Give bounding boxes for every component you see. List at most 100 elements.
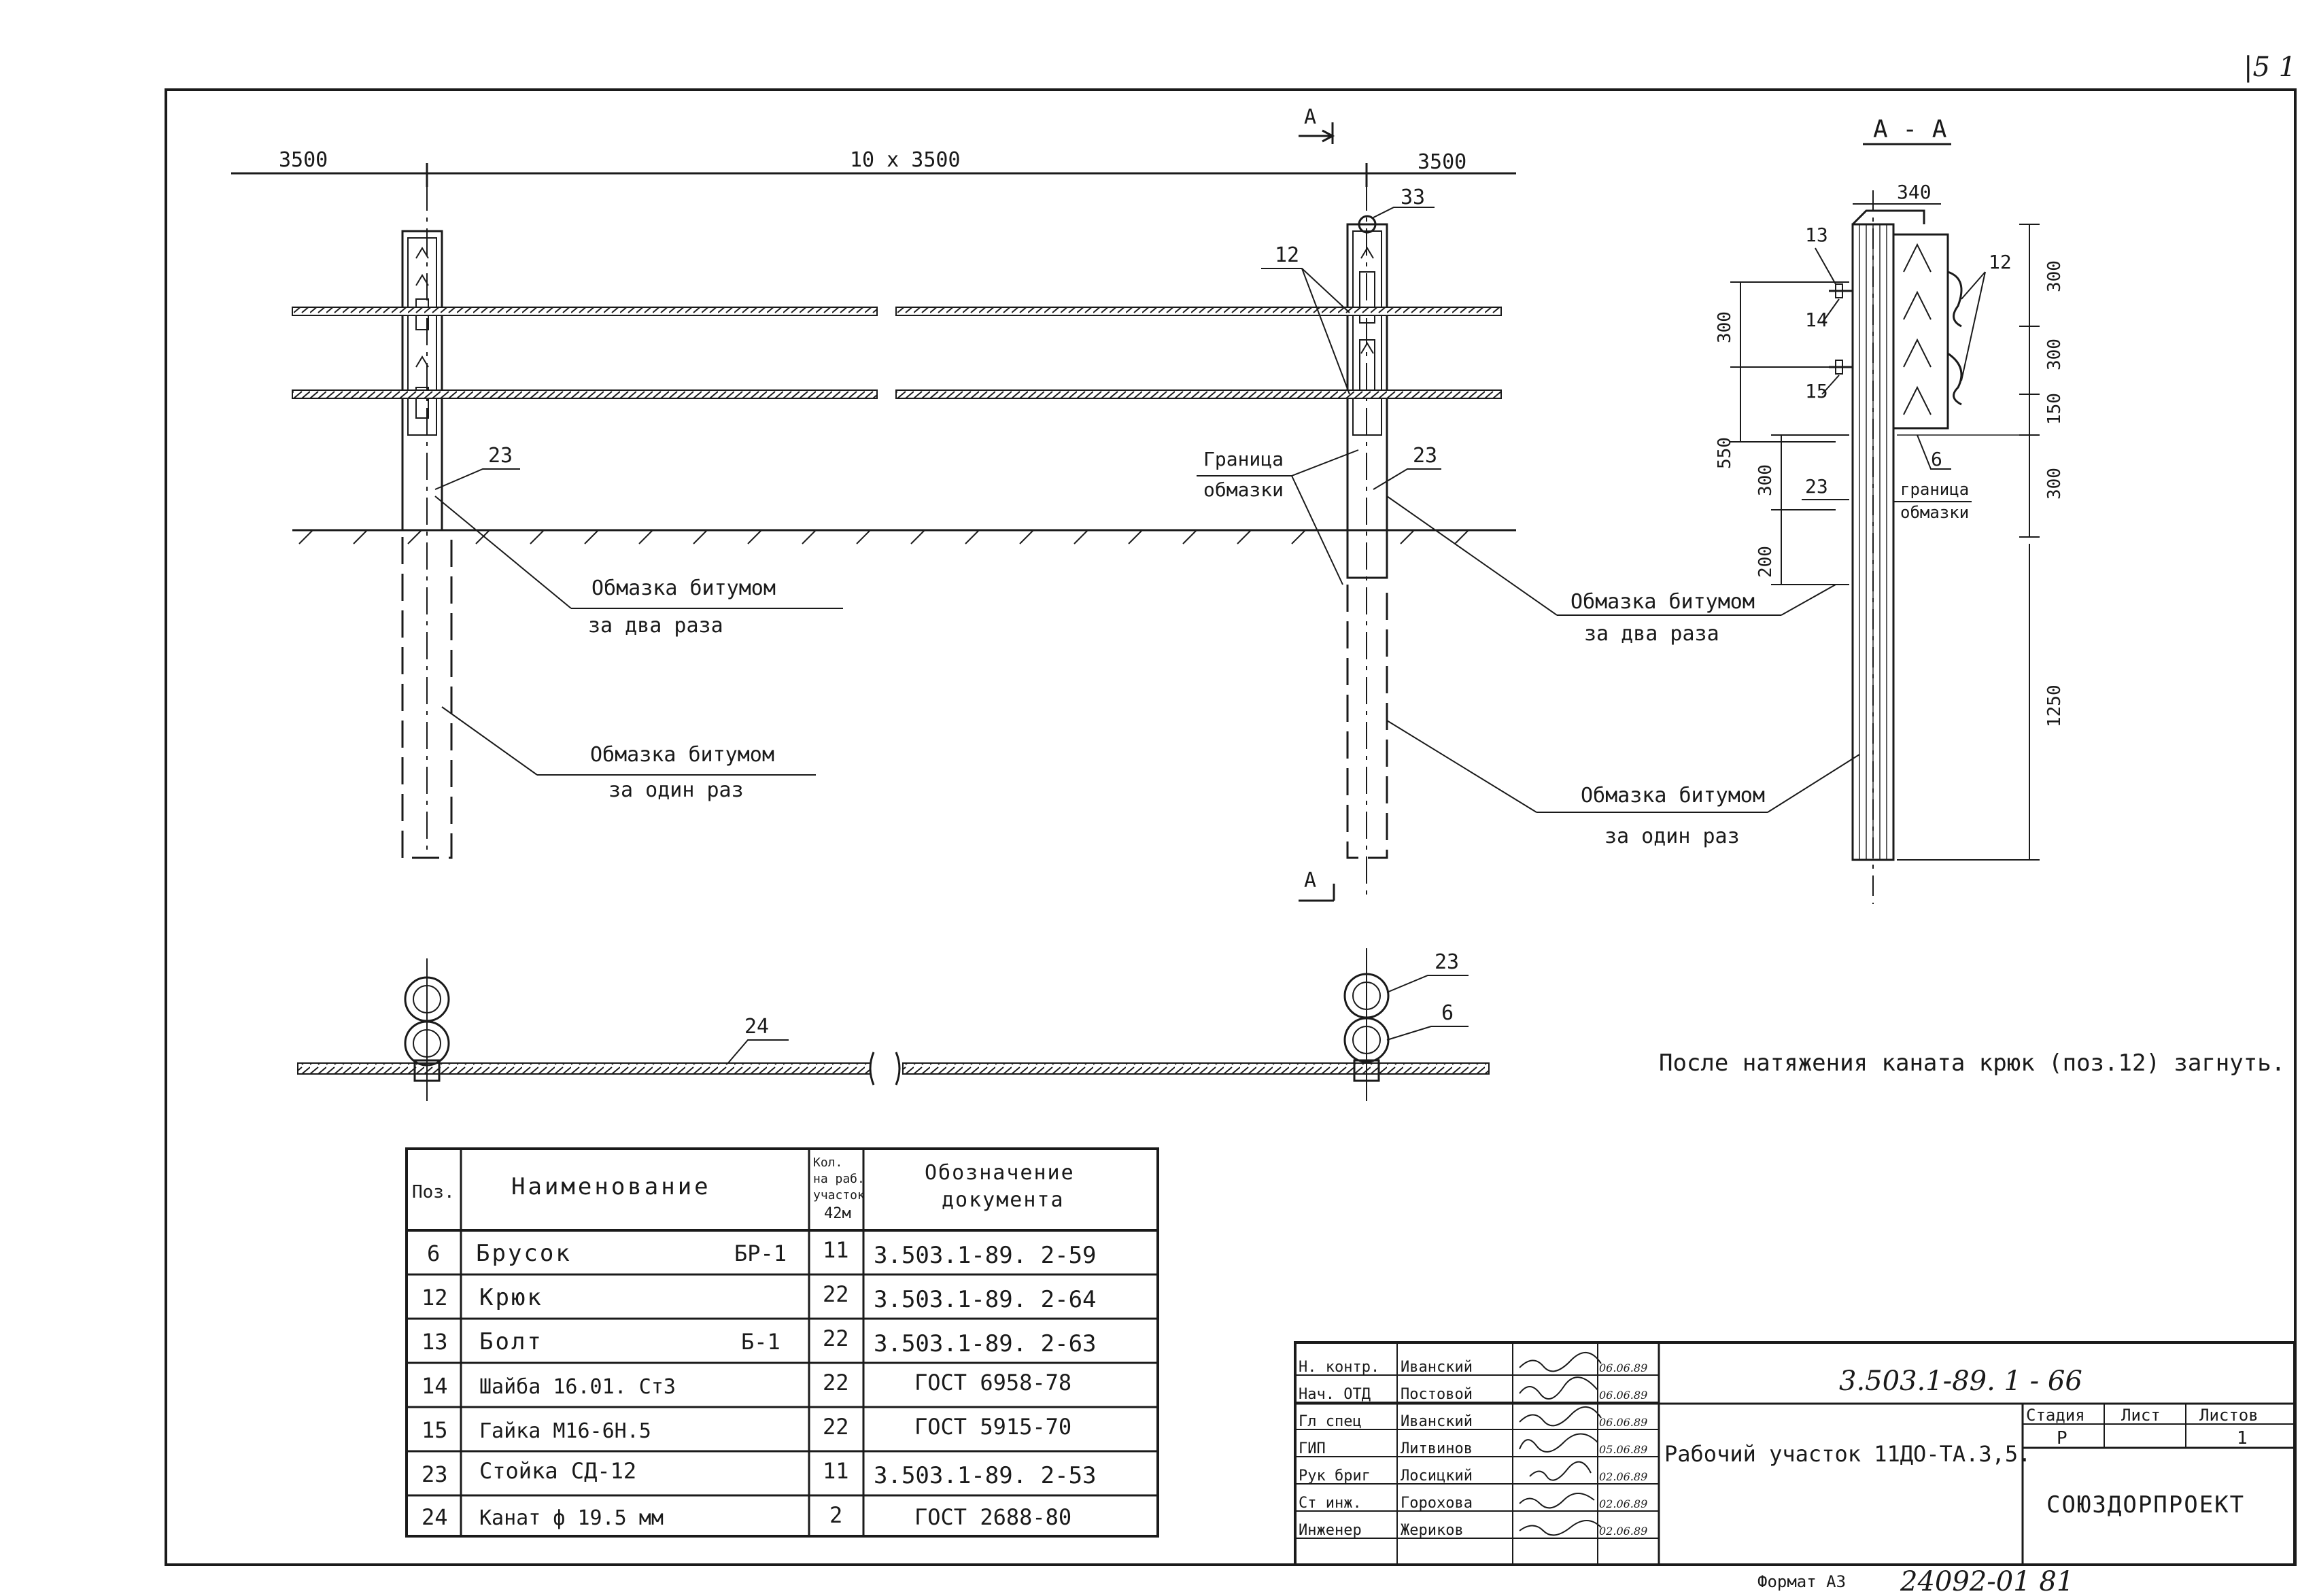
inventory-number: 24092-01 81 — [1900, 1566, 2074, 1596]
svg-text:150: 150 — [2044, 393, 2065, 425]
svg-text:3.503.1-89. 2-63: 3.503.1-89. 2-63 — [874, 1330, 1097, 1357]
svg-text:Крюк: Крюк — [479, 1284, 543, 1311]
section-marker: A A — [1299, 105, 1335, 902]
signature-row: Инженер Жериков 02.06.89 — [1299, 1520, 1647, 1539]
title-block: 3.503.1-89. 1 - 66 Рабочий участок 11ДО-… — [1294, 1341, 2296, 1566]
svg-text:Брусок: Брусок — [476, 1240, 572, 1267]
svg-text:ГОСТ 6958-78: ГОСТ 6958-78 — [914, 1370, 1071, 1395]
svg-text:13: 13 — [1805, 224, 1828, 246]
svg-text:Жериков: Жериков — [1401, 1522, 1464, 1539]
svg-text:300: 300 — [2044, 260, 2065, 292]
svg-text:300: 300 — [2044, 339, 2065, 370]
svg-text:Постовой: Постовой — [1401, 1386, 1473, 1403]
svg-text:Лосицкий: Лосицкий — [1401, 1468, 1473, 1485]
svg-text:2: 2 — [829, 1502, 842, 1528]
table-row: 12 Крюк 22 3.503.1-89. 2-64 — [422, 1281, 1097, 1313]
svg-text:Р: Р — [2057, 1428, 2067, 1448]
right-post — [1346, 184, 1388, 897]
left-post — [401, 184, 453, 859]
svg-text:Стадия: Стадия — [2026, 1406, 2085, 1425]
th-doc-2: документа — [942, 1188, 1065, 1212]
svg-text:02.06.89: 02.06.89 — [1599, 1497, 1647, 1510]
svg-text:за один раз: за один раз — [1604, 825, 1740, 848]
dim-right: 3500 — [1418, 150, 1466, 174]
svg-text:12: 12 — [1989, 251, 2012, 273]
section-title: A - A — [1873, 116, 1947, 143]
th-name: Наименование — [511, 1173, 711, 1200]
svg-text:300: 300 — [2044, 468, 2065, 500]
svg-text:Б-1: Б-1 — [741, 1329, 780, 1355]
svg-text:Н. контр.: Н. контр. — [1299, 1359, 1379, 1376]
svg-text:Нач. ОТД: Нач. ОТД — [1299, 1386, 1371, 1403]
table-row: 15 Гайка М16-6Н.5 22 ГОСТ 5915-70 — [422, 1414, 1071, 1443]
svg-text:300: 300 — [1715, 311, 1735, 343]
svg-text:06.06.89: 06.06.89 — [1599, 1361, 1647, 1374]
th-qty-1: Кол. — [813, 1156, 842, 1170]
dim-middle: 10 x 3500 — [850, 148, 961, 172]
svg-text:23: 23 — [1413, 444, 1437, 468]
svg-text:Обмазка битумом: Обмазка битумом — [591, 576, 776, 600]
svg-text:Шайба 16.01. Ст3: Шайба 16.01. Ст3 — [479, 1375, 676, 1399]
table-row: 6 Брусок БР-1 11 3.503.1-89. 2-59 — [427, 1237, 1097, 1269]
svg-text:БР-1: БР-1 — [734, 1241, 787, 1266]
th-qty-2: на раб. — [813, 1172, 865, 1186]
svg-text:23: 23 — [1805, 475, 1828, 498]
svg-text:3.503.1-89. 2-53: 3.503.1-89. 2-53 — [874, 1462, 1097, 1489]
signature-row: Гл спец Иванский 06.06.89 — [1299, 1406, 1647, 1430]
svg-text:Канат ф 19.5 мм: Канат ф 19.5 мм — [479, 1506, 664, 1530]
svg-text:11: 11 — [823, 1237, 849, 1263]
table-row: 23 Стойка СД-12 11 3.503.1-89. 2-53 — [422, 1458, 1097, 1489]
svg-text:ГОСТ 5915-70: ГОСТ 5915-70 — [914, 1414, 1071, 1440]
svg-text:Горохова: Горохова — [1401, 1495, 1473, 1512]
svg-text:22: 22 — [823, 1281, 849, 1307]
svg-text:6: 6 — [1931, 448, 1942, 470]
spec-table: Поз. Наименование Кол. на раб. участок 4… — [405, 1147, 1159, 1538]
svg-text:14: 14 — [422, 1373, 448, 1399]
svg-text:02.06.89: 02.06.89 — [1599, 1525, 1647, 1538]
callouts-elevation: 33 12 23 23 Граница обмазки Обмазка биту… — [434, 186, 1860, 848]
svg-text:Инженер: Инженер — [1299, 1522, 1362, 1539]
corner-mark: |5 1 — [2244, 52, 2296, 83]
svg-text:A: A — [1304, 105, 1316, 129]
svg-text:12: 12 — [1275, 243, 1299, 267]
dim-left: 3500 — [279, 148, 328, 172]
svg-text:6: 6 — [1441, 1001, 1454, 1025]
svg-text:за два раза: за два раза — [588, 614, 723, 638]
section-aa: A - A 340 300 550 300 200 300 300 150 30… — [1715, 116, 2065, 904]
svg-text:23: 23 — [422, 1461, 448, 1487]
svg-text:3.503.1-89. 2-64: 3.503.1-89. 2-64 — [874, 1286, 1097, 1313]
svg-text:300: 300 — [1755, 464, 1776, 496]
svg-text:22: 22 — [823, 1370, 849, 1395]
signature-row: ГИП Литвинов 05.06.89 — [1299, 1433, 1647, 1457]
svg-text:Рук бриг: Рук бриг — [1299, 1468, 1371, 1485]
ropes-elevation — [292, 307, 1502, 399]
svg-text:за два раза: за два раза — [1584, 622, 1719, 646]
svg-text:1250: 1250 — [2044, 684, 2065, 727]
th-pos: Поз. — [412, 1182, 455, 1202]
svg-text:200: 200 — [1755, 546, 1776, 578]
format-label: Формат А3 — [1757, 1572, 1846, 1591]
svg-text:13: 13 — [422, 1329, 448, 1355]
svg-text:граница: граница — [1900, 480, 1969, 499]
organization: СОЮЗДОРПРОЕКТ — [2046, 1491, 2245, 1519]
svg-text:23: 23 — [488, 444, 513, 468]
svg-text:550: 550 — [1715, 437, 1735, 469]
svg-text:06.06.89: 06.06.89 — [1599, 1416, 1647, 1429]
th-qty-4: 42м — [824, 1205, 851, 1222]
svg-text:06.06.89: 06.06.89 — [1599, 1389, 1647, 1402]
svg-text:ГИП: ГИП — [1299, 1440, 1326, 1457]
svg-text:A: A — [1304, 869, 1316, 892]
svg-text:Граница: Граница — [1203, 448, 1284, 470]
svg-text:Стойка СД-12: Стойка СД-12 — [479, 1458, 636, 1484]
svg-text:Обмазка битумом: Обмазка битумом — [1571, 590, 1755, 614]
svg-text:Литвинов: Литвинов — [1401, 1440, 1473, 1457]
svg-text:Листов: Листов — [2199, 1406, 2259, 1425]
svg-text:05.06.89: 05.06.89 — [1599, 1443, 1647, 1456]
svg-text:23: 23 — [1435, 950, 1459, 974]
svg-text:3.503.1-89. 2-59: 3.503.1-89. 2-59 — [874, 1242, 1097, 1269]
svg-text:6: 6 — [427, 1241, 440, 1266]
doc-code: 3.503.1-89. 1 - 66 — [1839, 1366, 2082, 1397]
plan-view: 24 23 6 — [297, 948, 1490, 1101]
svg-text:Гайка М16-6Н.5: Гайка М16-6Н.5 — [479, 1419, 651, 1443]
